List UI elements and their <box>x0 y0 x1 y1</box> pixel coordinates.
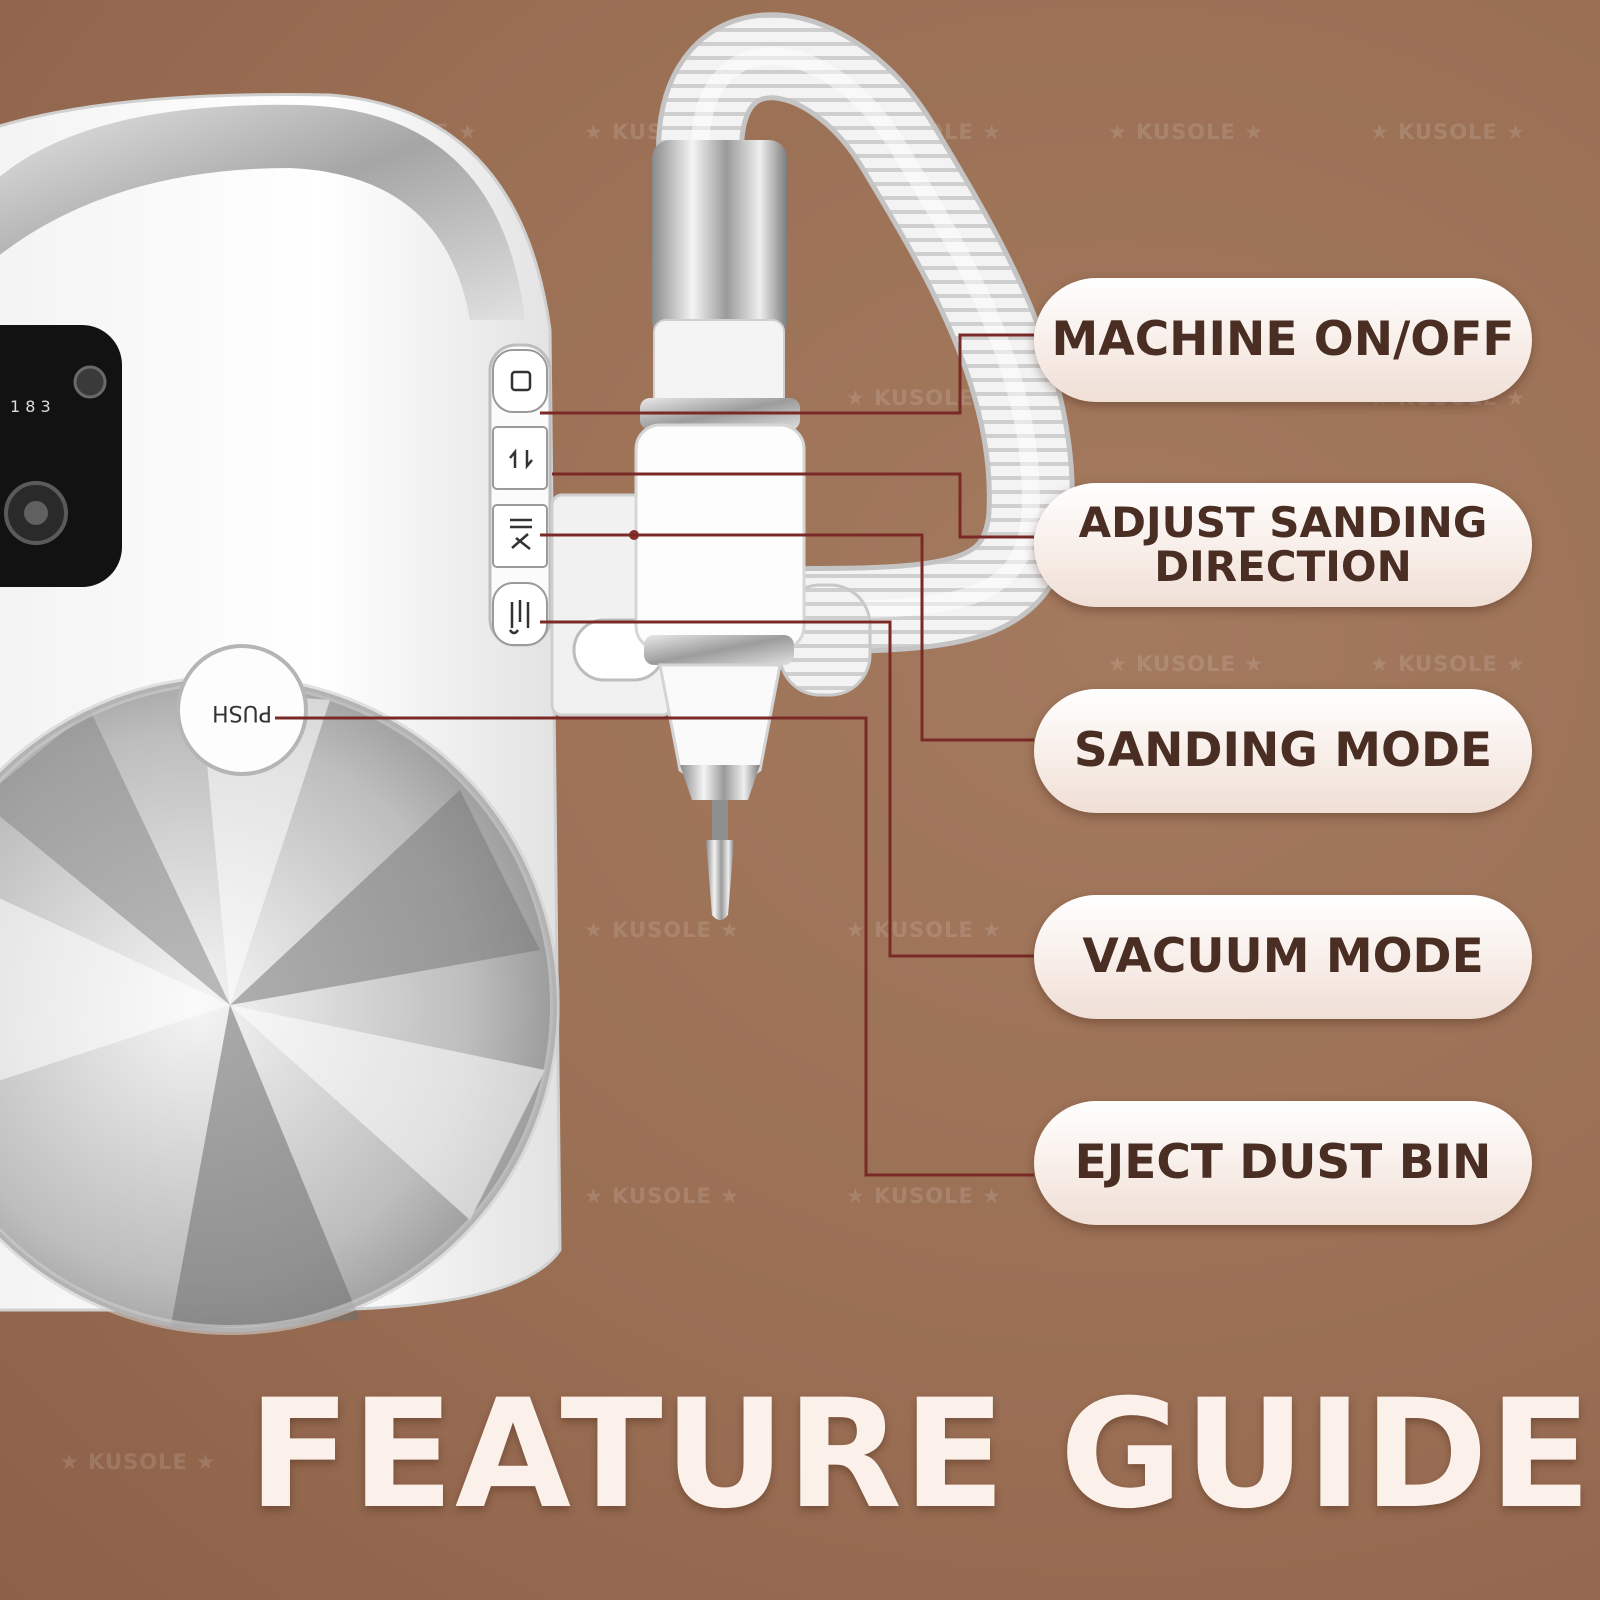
callout-adjust-sanding-direction: ADJUST SANDING DIRECTION <box>1034 483 1532 607</box>
vacuum-mode-button[interactable] <box>492 582 548 646</box>
callout-eject-dust-bin: EJECT DUST BIN <box>1034 1101 1532 1225</box>
callout-label: EJECT DUST BIN <box>1074 1135 1492 1190</box>
power-button[interactable] <box>492 349 548 413</box>
callout-machine-on-off: MACHINE ON/OFF <box>1034 278 1532 402</box>
leader-line-sanding <box>540 533 1034 742</box>
callout-label: VACUUM MODE <box>1082 929 1484 984</box>
page-title: FEATURE GUIDE <box>248 1368 1593 1542</box>
sanding-mode-icon <box>510 518 532 550</box>
callout-label: SANDING MODE <box>1073 723 1493 778</box>
callout-label: ADJUST SANDING DIRECTION <box>1078 498 1488 591</box>
callout-vacuum-mode: VACUUM MODE <box>1034 895 1532 1019</box>
watermark: ★ KUSOLE ★ <box>846 918 1002 942</box>
callout-label: MACHINE ON/OFF <box>1051 312 1515 367</box>
leader-line-direction <box>552 472 1034 539</box>
leader-line-eject <box>275 716 1034 1177</box>
watermark: ★ KUSOLE ★ <box>1108 120 1264 144</box>
watermark: ★ KUSOLE ★ <box>584 1184 740 1208</box>
watermark: ★ KUSOLE ★ <box>1108 652 1264 676</box>
leader-lines <box>275 333 1034 1177</box>
watermark: ★ KUSOLE ★ <box>1370 120 1526 144</box>
display-readout: 1 8 3 <box>10 397 51 416</box>
watermark: ★ KUSOLE ★ <box>846 1184 1002 1208</box>
push-eject-button[interactable]: PUSH <box>176 644 308 776</box>
watermark: ★ KUSOLE ★ <box>60 1450 216 1474</box>
direction-button[interactable] <box>492 426 548 490</box>
vacuum-mode-icon <box>508 600 530 635</box>
callout-sanding-mode: SANDING MODE <box>1034 689 1532 813</box>
watermark: ★ KUSOLE ★ <box>584 918 740 942</box>
power-button-icon <box>510 370 532 392</box>
push-button-label: PUSH <box>212 700 272 725</box>
direction-switch-icon <box>509 448 533 470</box>
leader-line-power <box>540 333 1034 415</box>
leader-line-vacuum <box>540 620 1034 958</box>
sanding-mode-button[interactable] <box>492 504 548 568</box>
watermark: ★ KUSOLE ★ <box>1370 652 1526 676</box>
